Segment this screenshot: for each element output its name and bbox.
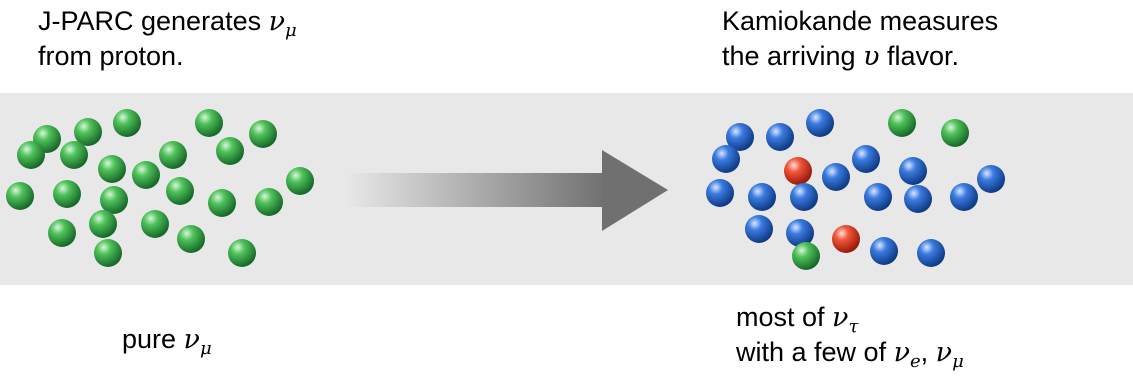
source-green-particle xyxy=(60,141,88,169)
source-green-particle xyxy=(255,188,283,216)
detector-blue-particle xyxy=(745,215,773,243)
detector-blue-particle xyxy=(822,163,850,191)
detector-blue-particle xyxy=(870,237,898,265)
detector-neutrino-cluster xyxy=(706,109,1005,270)
detector-blue-particle xyxy=(950,183,978,211)
detector-blue-particle xyxy=(766,123,794,151)
source-green-particle xyxy=(17,141,45,169)
oscillation-arrow xyxy=(346,150,668,231)
detector-blue-particle xyxy=(706,179,734,207)
detector-blue-particle xyxy=(712,145,740,173)
detector-blue-particle xyxy=(864,183,892,211)
source-green-particle xyxy=(74,118,102,146)
oscillation-diagram xyxy=(6,109,1005,270)
detector-green-particle xyxy=(792,242,820,270)
source-neutrino-cluster xyxy=(6,109,314,267)
detector-blue-particle xyxy=(917,239,945,267)
detector-blue-particle xyxy=(904,185,932,213)
source-green-particle xyxy=(166,177,194,205)
detector-blue-particle xyxy=(852,145,880,173)
source-green-particle xyxy=(100,186,128,214)
source-green-particle xyxy=(159,141,187,169)
source-green-particle xyxy=(98,155,126,183)
source-green-particle xyxy=(113,109,141,137)
source-green-particle xyxy=(53,180,81,208)
detector-blue-particle xyxy=(786,219,814,247)
detector-red-particle xyxy=(784,157,812,185)
source-green-particle xyxy=(6,182,34,210)
detector-blue-particle xyxy=(726,123,754,151)
source-green-particle xyxy=(48,219,76,247)
detector-blue-particle xyxy=(977,165,1005,193)
detector-caption: Kamiokande measures the arriving υ flavo… xyxy=(722,6,999,72)
detector-green-particle xyxy=(941,119,969,147)
source-green-particle xyxy=(89,210,117,238)
source-green-particle xyxy=(228,239,256,267)
source-caption: J-PARC generates νμ from proton. xyxy=(38,6,297,71)
source-green-particle xyxy=(249,120,277,148)
source-green-particle xyxy=(208,189,236,217)
source-green-particle xyxy=(141,210,169,238)
pure-muon-neutrino-label: pure νμ xyxy=(122,324,212,359)
source-green-particle xyxy=(132,161,160,189)
source-green-particle xyxy=(94,239,122,267)
detector-blue-particle xyxy=(806,109,834,137)
mixed-flavor-label: most of ντ with a few of νe, νμ xyxy=(736,302,964,372)
detector-blue-particle xyxy=(748,183,776,211)
source-green-particle xyxy=(286,167,314,195)
source-green-particle xyxy=(216,137,244,165)
detector-red-particle xyxy=(832,225,860,253)
detector-blue-particle xyxy=(790,183,818,211)
source-green-particle xyxy=(177,225,205,253)
source-green-particle xyxy=(195,109,223,137)
detector-green-particle xyxy=(888,109,916,137)
detector-blue-particle xyxy=(899,157,927,185)
